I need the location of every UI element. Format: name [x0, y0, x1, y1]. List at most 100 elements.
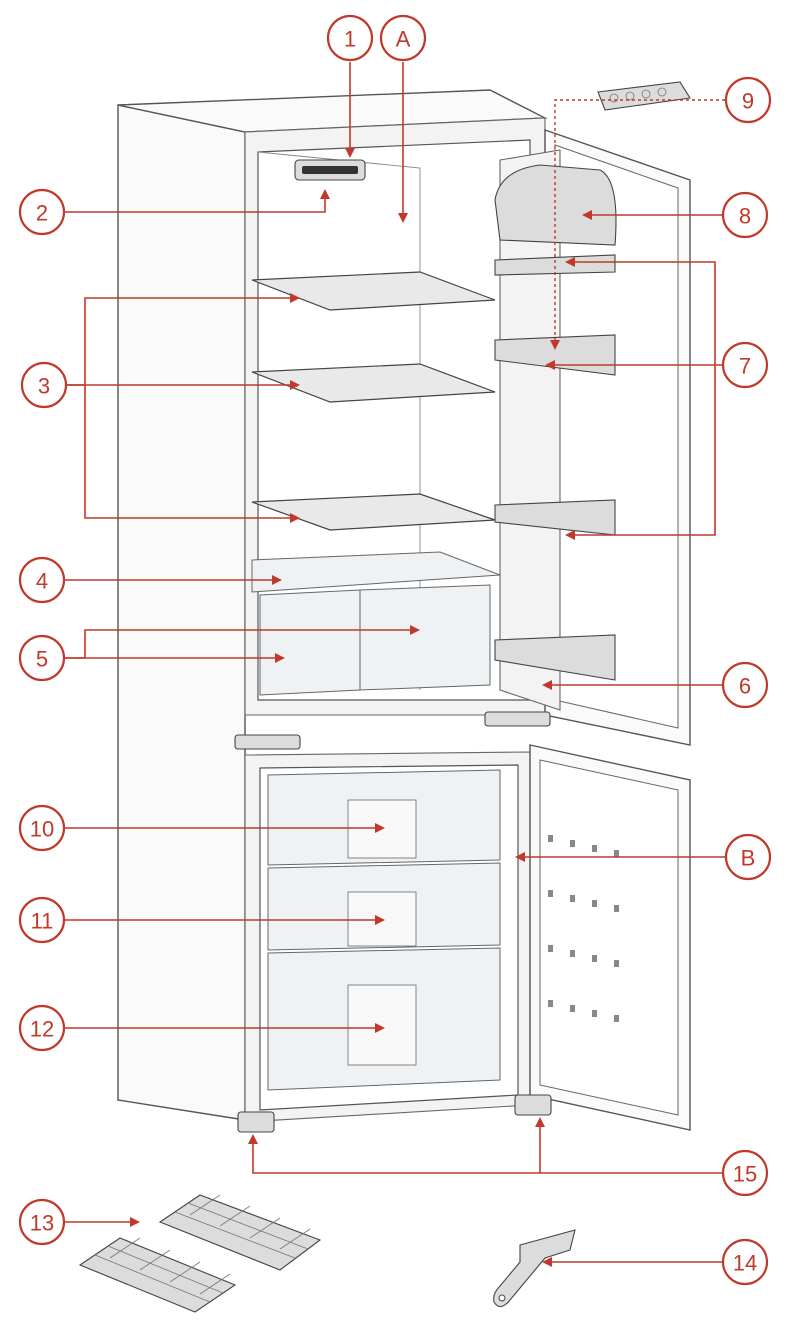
arrowhead-3-middle [290, 380, 300, 390]
ice-tray-grid-line [199, 1273, 231, 1295]
egg-tray-body [597, 81, 691, 111]
arrowhead-2 [320, 189, 330, 199]
callout-circle [721, 1238, 769, 1286]
ice-tray-grid-line [94, 1254, 211, 1303]
arrowhead-9 [550, 340, 560, 350]
middle-hinge-left [234, 734, 301, 750]
callout-15: 15 [721, 1149, 769, 1197]
arrowhead-11 [375, 915, 385, 925]
callout-label: A [396, 27, 411, 52]
arrowhead-A [398, 213, 408, 223]
door-stud [548, 945, 553, 952]
callouts: 1 A 2 3 4 5 6 7 8 9 10 11 12 B 13 14 15 [18, 14, 772, 1286]
egg-slot [657, 87, 667, 97]
ice-tray-grid-line [174, 1211, 296, 1259]
callout-9: 9 [724, 76, 772, 124]
freezer-drawer-bottom-label [347, 984, 417, 1066]
glass-shelf-middle [251, 363, 496, 403]
ice-scraper-hole [498, 1294, 506, 1302]
ice-scraper [493, 1229, 576, 1308]
ice-scraper-body [493, 1229, 576, 1308]
callout-label: 11 [31, 909, 54, 934]
door-stud [548, 835, 553, 842]
door-stud [570, 950, 575, 957]
door-stud [592, 900, 597, 907]
door-stud [614, 960, 619, 967]
egg-tray [597, 81, 691, 111]
arrowhead-3-top [290, 293, 300, 303]
arrowhead-7-bottom [565, 530, 575, 540]
ice-tray-grid-line [249, 1217, 281, 1239]
glass-shelf-top [251, 271, 496, 311]
arrowhead-5-right [410, 625, 420, 635]
arrowhead-15-left [248, 1134, 258, 1144]
dairy-compartment [494, 164, 617, 246]
arrowhead-8 [582, 210, 592, 220]
callout-3: 3 [20, 361, 68, 409]
ice-tray-upper [158, 1194, 322, 1271]
leader-9 [554, 99, 725, 342]
door-stud [592, 955, 597, 962]
callout-circle [721, 341, 769, 389]
door-balcony-1 [494, 254, 616, 276]
callout-7: 7 [721, 341, 769, 389]
crisper-drawer-right [359, 584, 491, 691]
door-stud [570, 1005, 575, 1012]
callout-5: 5 [18, 634, 66, 682]
ice-tray-grid-line [109, 1237, 141, 1259]
arrowhead-7-middle [545, 360, 555, 370]
ice-tray-grid-line [279, 1228, 311, 1250]
door-stud [548, 1000, 553, 1007]
callout-label: 14 [733, 1251, 757, 1276]
leader-7-frame [568, 261, 716, 536]
freezer-door-studs [548, 835, 619, 1022]
door-stud [548, 890, 553, 897]
callout-label: 1 [344, 27, 356, 52]
door-stud [592, 1010, 597, 1017]
door-stud [614, 850, 619, 857]
callout-label: 12 [30, 1017, 54, 1042]
ice-tray-grid-line [107, 1245, 224, 1294]
callout-label: 3 [38, 374, 50, 399]
ice-tray-grid-line [187, 1202, 309, 1250]
arrowhead-13 [130, 1217, 140, 1227]
ice-tray-grid-line [219, 1205, 251, 1227]
ice-tray-grid-line [169, 1261, 201, 1283]
callout-12: 12 [18, 1004, 66, 1052]
ice-tray-grid-line [189, 1194, 221, 1216]
door-stud [592, 845, 597, 852]
callout-11: 11 [18, 896, 66, 944]
door-stud [614, 1015, 619, 1022]
callout-A: A [379, 14, 427, 62]
callout-14: 14 [721, 1238, 769, 1286]
leader-3-bottom [84, 385, 290, 519]
cabinet-side-panel [117, 104, 246, 1121]
callout-label: 9 [742, 89, 754, 114]
door-stud [570, 895, 575, 902]
arrowhead-12 [375, 1023, 385, 1033]
callout-circle [18, 188, 66, 236]
callout-label: 13 [30, 1211, 54, 1236]
leader-15-left [252, 1142, 723, 1174]
callout-label: 7 [739, 354, 751, 379]
arrowhead-3-bottom [290, 513, 300, 523]
callout-circle [18, 634, 66, 682]
bottle-balcony [494, 634, 616, 681]
callout-label: 2 [36, 201, 48, 226]
callout-label: 6 [739, 674, 751, 699]
callout-circle [721, 661, 769, 709]
callout-circle [18, 556, 66, 604]
ice-tray-lower [78, 1237, 237, 1313]
arrowhead-4 [272, 575, 282, 585]
callout-6: 6 [721, 661, 769, 709]
callout-circle [326, 14, 374, 62]
callout-circle [18, 1198, 66, 1246]
callout-4: 4 [18, 556, 66, 604]
callout-label: 4 [36, 569, 48, 594]
bottom-hinge-left [237, 1111, 275, 1133]
leader-2 [65, 197, 326, 213]
arrowhead-1 [345, 148, 355, 158]
callout-circle [724, 833, 772, 881]
